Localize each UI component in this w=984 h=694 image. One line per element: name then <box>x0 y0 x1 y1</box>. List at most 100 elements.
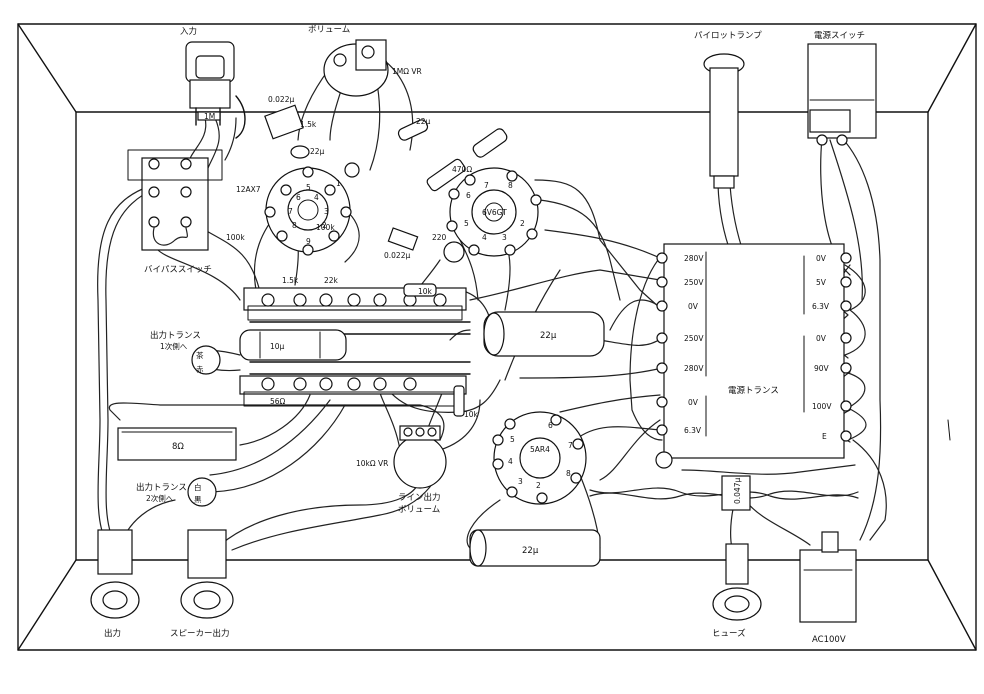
svg-text:3: 3 <box>518 477 523 486</box>
svg-text:6: 6 <box>466 191 471 200</box>
volume-label: ボリューム <box>308 25 350 35</box>
power-trans-right-taps: 0V 5V 6.3V 0V 90V 100V E <box>812 254 832 441</box>
power-switch-label: 電源スイッチ <box>814 31 865 41</box>
out-trans-secondary-sub: 2次側へ <box>146 493 174 503</box>
svg-text:0V: 0V <box>688 302 699 311</box>
cap-0022-mid-label: 0.022μ <box>384 251 410 260</box>
power-trans-label: 電源トランス <box>728 386 779 396</box>
svg-text:4: 4 <box>508 457 513 466</box>
svg-text:5: 5 <box>510 435 515 444</box>
cap-0022-mid <box>387 227 419 251</box>
cap-22u-bottom-label: 22μ <box>522 546 539 556</box>
svg-text:280V: 280V <box>684 364 704 373</box>
svg-text:100V: 100V <box>812 402 832 411</box>
svg-text:5V: 5V <box>816 278 827 287</box>
cap-0022-top-label: 0.022μ <box>268 95 294 104</box>
output-label: 出力 <box>104 628 121 639</box>
res-1m-label: 1M <box>204 112 215 121</box>
cap-22u-big <box>483 311 605 357</box>
svg-text:90V: 90V <box>814 364 830 373</box>
svg-text:7: 7 <box>288 207 293 216</box>
svg-text:0V: 0V <box>816 334 827 343</box>
secondary-terminal <box>187 477 217 507</box>
input-jack <box>185 41 246 139</box>
primary-terminal <box>191 345 221 375</box>
fuse-holder <box>712 543 762 621</box>
svg-text:3: 3 <box>324 207 329 216</box>
line-out-label: ライン出力 <box>398 492 441 503</box>
cap-22u-a-label: 22μ <box>310 147 325 156</box>
svg-text:7: 7 <box>484 181 489 190</box>
speaker-output-jack <box>180 529 234 619</box>
res-22k-label: 22k <box>324 276 339 285</box>
res-470 <box>426 158 466 192</box>
power-switch <box>807 43 877 146</box>
cap-10u-label: 10μ <box>270 342 285 351</box>
svg-text:5: 5 <box>464 219 469 228</box>
wire-black-label: 黒 <box>194 495 202 504</box>
out-trans-primary-label: 出力トランス <box>150 330 201 341</box>
cap-22u-b-label: 22μ <box>416 117 431 126</box>
svg-text:250V: 250V <box>684 334 704 343</box>
svg-text:280V: 280V <box>684 254 704 263</box>
pilot-lamp-label: パイロットランプ <box>694 31 762 41</box>
input-label: 入力 <box>180 26 197 37</box>
res-100k-b-label: 100k <box>316 223 335 232</box>
out-trans-secondary-label: 出力トランス <box>136 482 187 493</box>
svg-text:4: 4 <box>482 233 487 242</box>
res-8ohm-label: 8Ω <box>172 442 184 452</box>
pilot-lamp <box>703 53 745 189</box>
pin-numbers-6v6gt: 7 8 6 5 4 3 2 <box>464 181 525 242</box>
power-transformer <box>655 243 852 469</box>
svg-text:7: 7 <box>568 441 573 450</box>
svg-text:4: 4 <box>314 193 319 202</box>
volume-pot <box>323 39 389 97</box>
tube-12ax7-label: 12AX7 <box>236 185 261 194</box>
svg-text:3: 3 <box>502 233 507 242</box>
cap-0022-top <box>264 104 304 140</box>
cap-22u-c <box>472 128 508 158</box>
res-10k-board-label: 10k <box>418 287 433 296</box>
cap-220 <box>443 241 465 263</box>
res-100k-a-label: 100k <box>226 233 245 242</box>
svg-text:9: 9 <box>306 237 311 246</box>
cap-10u <box>239 329 347 361</box>
pin-numbers-5ar4: 6 7 8 2 3 4 5 <box>508 421 573 490</box>
svg-text:1: 1 <box>336 179 341 188</box>
svg-text:2: 2 <box>536 481 541 490</box>
line-volume-label: ボリューム <box>398 505 440 515</box>
res-8ohm <box>117 427 237 461</box>
speaker-output-label: スピーカー出力 <box>170 628 230 639</box>
cap-0047-label: 0.047μ <box>733 478 742 504</box>
res-470-label: 470Ω <box>452 165 472 174</box>
svg-text:0V: 0V <box>688 398 699 407</box>
line-volume-pot <box>393 425 447 489</box>
svg-text:5: 5 <box>306 183 311 192</box>
tube-socket-5ar4 <box>492 411 587 505</box>
ac100v-label: AC100V <box>812 635 846 645</box>
svg-text:0V: 0V <box>816 254 827 263</box>
tube-6v6gt-label: 6V6GT <box>482 208 507 217</box>
svg-text:6.3V: 6.3V <box>812 302 830 311</box>
res-56-label: 56Ω <box>270 397 286 406</box>
vr-10k-label: 10kΩ VR <box>356 459 388 468</box>
svg-text:8: 8 <box>508 181 513 190</box>
cap-22u-a <box>290 145 310 159</box>
svg-text:8: 8 <box>292 221 297 230</box>
wire-white-label: 白 <box>194 482 202 492</box>
ac-inlet <box>799 531 857 623</box>
svg-text:6: 6 <box>548 421 553 430</box>
svg-text:2: 2 <box>322 221 327 230</box>
svg-text:2: 2 <box>520 219 525 228</box>
wire-red-label: 赤 <box>196 365 204 374</box>
res-10k-board <box>403 283 437 297</box>
res-10k-side-label: 10k <box>464 410 479 419</box>
res-15k-mid-label: 1.5k <box>282 276 299 285</box>
svg-text:E: E <box>822 432 827 441</box>
tube-5ar4-label: 5AR4 <box>530 445 550 454</box>
cap-220-label: 220 <box>432 233 447 242</box>
svg-text:250V: 250V <box>684 278 704 287</box>
svg-text:6.3V: 6.3V <box>684 426 702 435</box>
svg-text:8: 8 <box>566 469 571 478</box>
